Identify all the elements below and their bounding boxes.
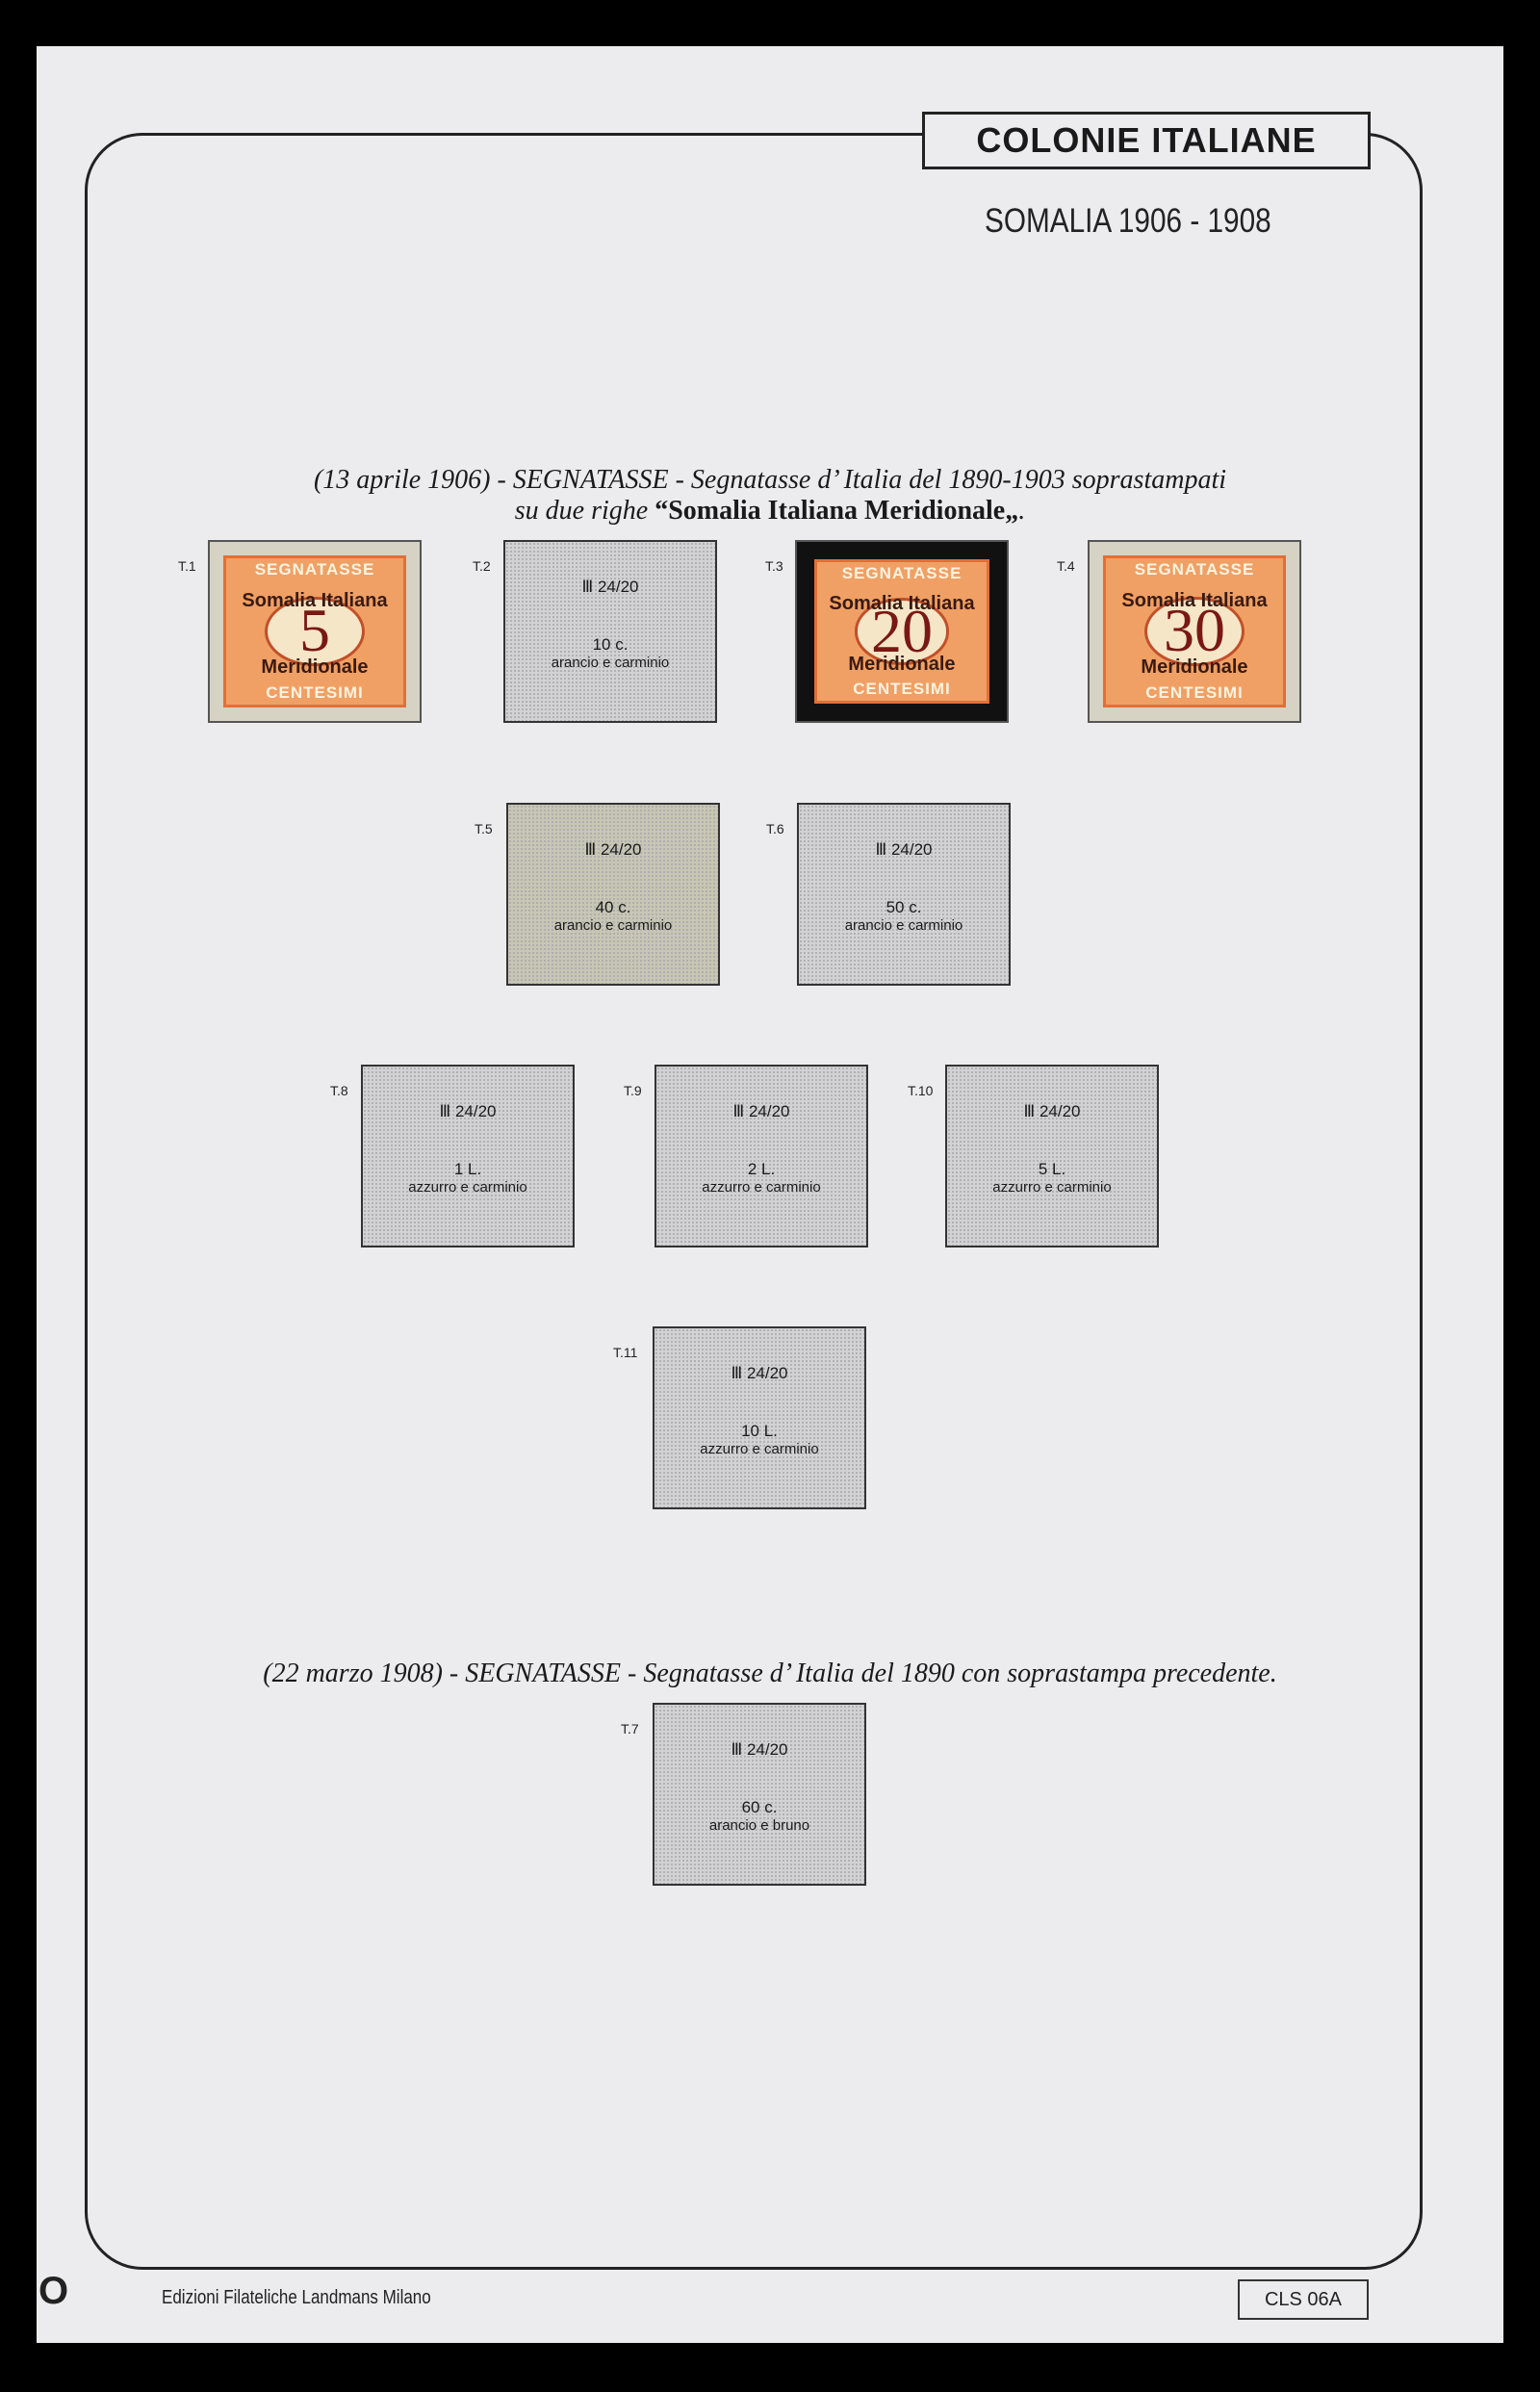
- section-1-title-line-1: (13 aprile 1906) - SEGNATASSE - Segnatas…: [313, 465, 1227, 495]
- stamp-space-t5-text: 40 c. arancio e carminio: [508, 897, 718, 936]
- stamp-t3-overprint-1: Somalia Italiana: [829, 592, 975, 614]
- page-frame: [85, 133, 1423, 2270]
- stamp-label-t7: T.7: [621, 1721, 639, 1736]
- stamp-space-t2[interactable]: Ⅲ 24/20 10 c. arancio e carminio: [503, 540, 717, 723]
- denomination-t5: 40 c.: [595, 898, 631, 916]
- section-1-title: (13 aprile 1906) - SEGNATASSE - Segnatas…: [37, 465, 1503, 527]
- page-subtitle: SOMALIA 1906 - 1908: [985, 202, 1271, 240]
- stamp-t4-overprint-1: Somalia Italiana: [1121, 590, 1268, 612]
- catalog-ref-t5: Ⅲ 24/20: [584, 840, 642, 859]
- catalog-ref-t8: Ⅲ 24/20: [439, 1102, 497, 1120]
- stamp-t4-value: 30: [1164, 595, 1225, 664]
- brand-title: COLONIE ITALIANE: [922, 112, 1371, 169]
- stamp-space-t10-text: 5 L. azzurro e carminio: [947, 1159, 1157, 1197]
- catalog-ref-t6: Ⅲ 24/20: [875, 840, 933, 859]
- denomination-t9: 2 L.: [747, 1160, 776, 1178]
- stamp-space-t10[interactable]: Ⅲ 24/20 5 L. azzurro e carminio: [945, 1065, 1159, 1247]
- catalog-ref-t9: Ⅲ 24/20: [732, 1102, 790, 1120]
- stamp-space-t6[interactable]: Ⅲ 24/20 50 c. arancio e carminio: [797, 803, 1011, 986]
- stamp-label-t2: T.2: [473, 558, 491, 574]
- stamp-t3-footer: CENTESIMI: [853, 680, 951, 698]
- stamp-t1-header: SEGNATASSE: [254, 560, 375, 579]
- color-t7: arancio e bruno: [708, 1817, 810, 1835]
- stamp-t1: SEGNATASSE 5 Somalia Italiana Meridional…: [208, 540, 422, 723]
- publisher-name: Edizioni Filateliche Landmans Milano: [162, 2287, 431, 2308]
- stamp-t4-oval: [1144, 596, 1245, 667]
- denomination-t6: 50 c.: [886, 898, 922, 916]
- stamp-label-t9: T.9: [624, 1083, 642, 1098]
- stamp-t1-overprint-1: Somalia Italiana: [242, 590, 388, 612]
- stamp-t1-oval: [265, 596, 365, 667]
- stamp-t3-oval: [854, 598, 950, 665]
- album-page: COLONIE ITALIANE SOMALIA 1906 - 1908 (13…: [37, 46, 1503, 2343]
- stamp-t4-overprint-2: Meridionale: [1141, 656, 1248, 678]
- color-t5: arancio e carminio: [553, 917, 673, 935]
- stamp-space-t5[interactable]: Ⅲ 24/20 40 c. arancio e carminio: [506, 803, 720, 986]
- color-t11: azzurro e carminio: [700, 1441, 819, 1458]
- color-t2: arancio e carminio: [551, 655, 670, 672]
- color-t6: arancio e carminio: [844, 917, 963, 935]
- stamp-label-t3: T.3: [765, 558, 783, 574]
- stamp-t4-header: SEGNATASSE: [1134, 560, 1255, 579]
- stamp-space-t2-text: 10 c. arancio e carminio: [505, 634, 715, 673]
- stamp-t3-header: SEGNATASSE: [841, 564, 962, 582]
- stamp-t3-overprint-2: Meridionale: [848, 654, 956, 676]
- stamp-space-t6-text: 50 c. arancio e carminio: [799, 897, 1009, 936]
- denomination-t10: 5 L.: [1038, 1160, 1066, 1178]
- denomination-t8: 1 L.: [453, 1160, 482, 1178]
- catalog-ref-t2: Ⅲ 24/20: [581, 578, 639, 596]
- publisher-logo-icon: O: [38, 2270, 69, 2312]
- section-1-overprint-text: “Somalia Italiana Meridionale„: [654, 496, 1019, 526]
- page-code: CLS 06A: [1238, 2279, 1369, 2320]
- stamp-label-t8: T.8: [330, 1083, 348, 1098]
- section-1-title-line-2: su due righe “Somalia Italiana Meridiona…: [37, 496, 1503, 527]
- catalog-ref-t7: Ⅲ 24/20: [731, 1740, 788, 1759]
- stamp-t1-image: SEGNATASSE 5 Somalia Italiana Meridional…: [223, 555, 406, 707]
- section-1-title-prefix: su due righe: [514, 496, 655, 526]
- stamp-t3: SEGNATASSE 20 Somalia Italiana Meridiona…: [795, 540, 1009, 723]
- stamp-space-t7[interactable]: Ⅲ 24/20 60 c. arancio e bruno: [653, 1703, 866, 1886]
- stamp-t3-image: SEGNATASSE 20 Somalia Italiana Meridiona…: [814, 559, 989, 704]
- stamp-t4-image: SEGNATASSE 30 Somalia Italiana Meridiona…: [1103, 555, 1286, 707]
- catalog-ref-t10: Ⅲ 24/20: [1023, 1102, 1081, 1120]
- catalog-ref-t11: Ⅲ 24/20: [731, 1364, 788, 1382]
- stamp-t4: SEGNATASSE 30 Somalia Italiana Meridiona…: [1088, 540, 1301, 723]
- stamp-label-t10: T.10: [908, 1083, 934, 1098]
- stamp-label-t5: T.5: [475, 821, 493, 836]
- stamp-label-t11: T.11: [613, 1345, 638, 1360]
- stamp-space-t9-text: 2 L. azzurro e carminio: [656, 1159, 866, 1197]
- denomination-t7: 60 c.: [741, 1798, 778, 1816]
- stamp-t1-value: 5: [299, 595, 330, 664]
- denomination-t2: 10 c.: [592, 635, 629, 654]
- stamp-space-t11-text: 10 L. azzurro e carminio: [654, 1421, 864, 1459]
- stamp-space-t11[interactable]: Ⅲ 24/20 10 L. azzurro e carminio: [653, 1326, 866, 1509]
- section-2-title: (22 marzo 1908) - SEGNATASSE - Segnatass…: [263, 1659, 1277, 1688]
- stamp-t3-value: 20: [871, 597, 933, 666]
- stamp-t4-footer: CENTESIMI: [1145, 683, 1244, 702]
- color-t10: azzurro e carminio: [992, 1179, 1112, 1196]
- section-1-title-suffix: .: [1018, 496, 1026, 526]
- color-t8: azzurro e carminio: [408, 1179, 527, 1196]
- stamp-space-t9[interactable]: Ⅲ 24/20 2 L. azzurro e carminio: [654, 1065, 868, 1247]
- stamp-label-t1: T.1: [178, 558, 196, 574]
- color-t9: azzurro e carminio: [702, 1179, 821, 1196]
- denomination-t11: 10 L.: [741, 1422, 778, 1440]
- stamp-space-t8[interactable]: Ⅲ 24/20 1 L. azzurro e carminio: [361, 1065, 575, 1247]
- stamp-space-t8-text: 1 L. azzurro e carminio: [363, 1159, 573, 1197]
- stamp-t1-overprint-2: Meridionale: [261, 656, 369, 678]
- stamp-label-t4: T.4: [1057, 558, 1075, 574]
- stamp-t1-footer: CENTESIMI: [266, 683, 364, 702]
- stamp-label-t6: T.6: [766, 821, 784, 836]
- stamp-space-t7-text: 60 c. arancio e bruno: [654, 1797, 864, 1836]
